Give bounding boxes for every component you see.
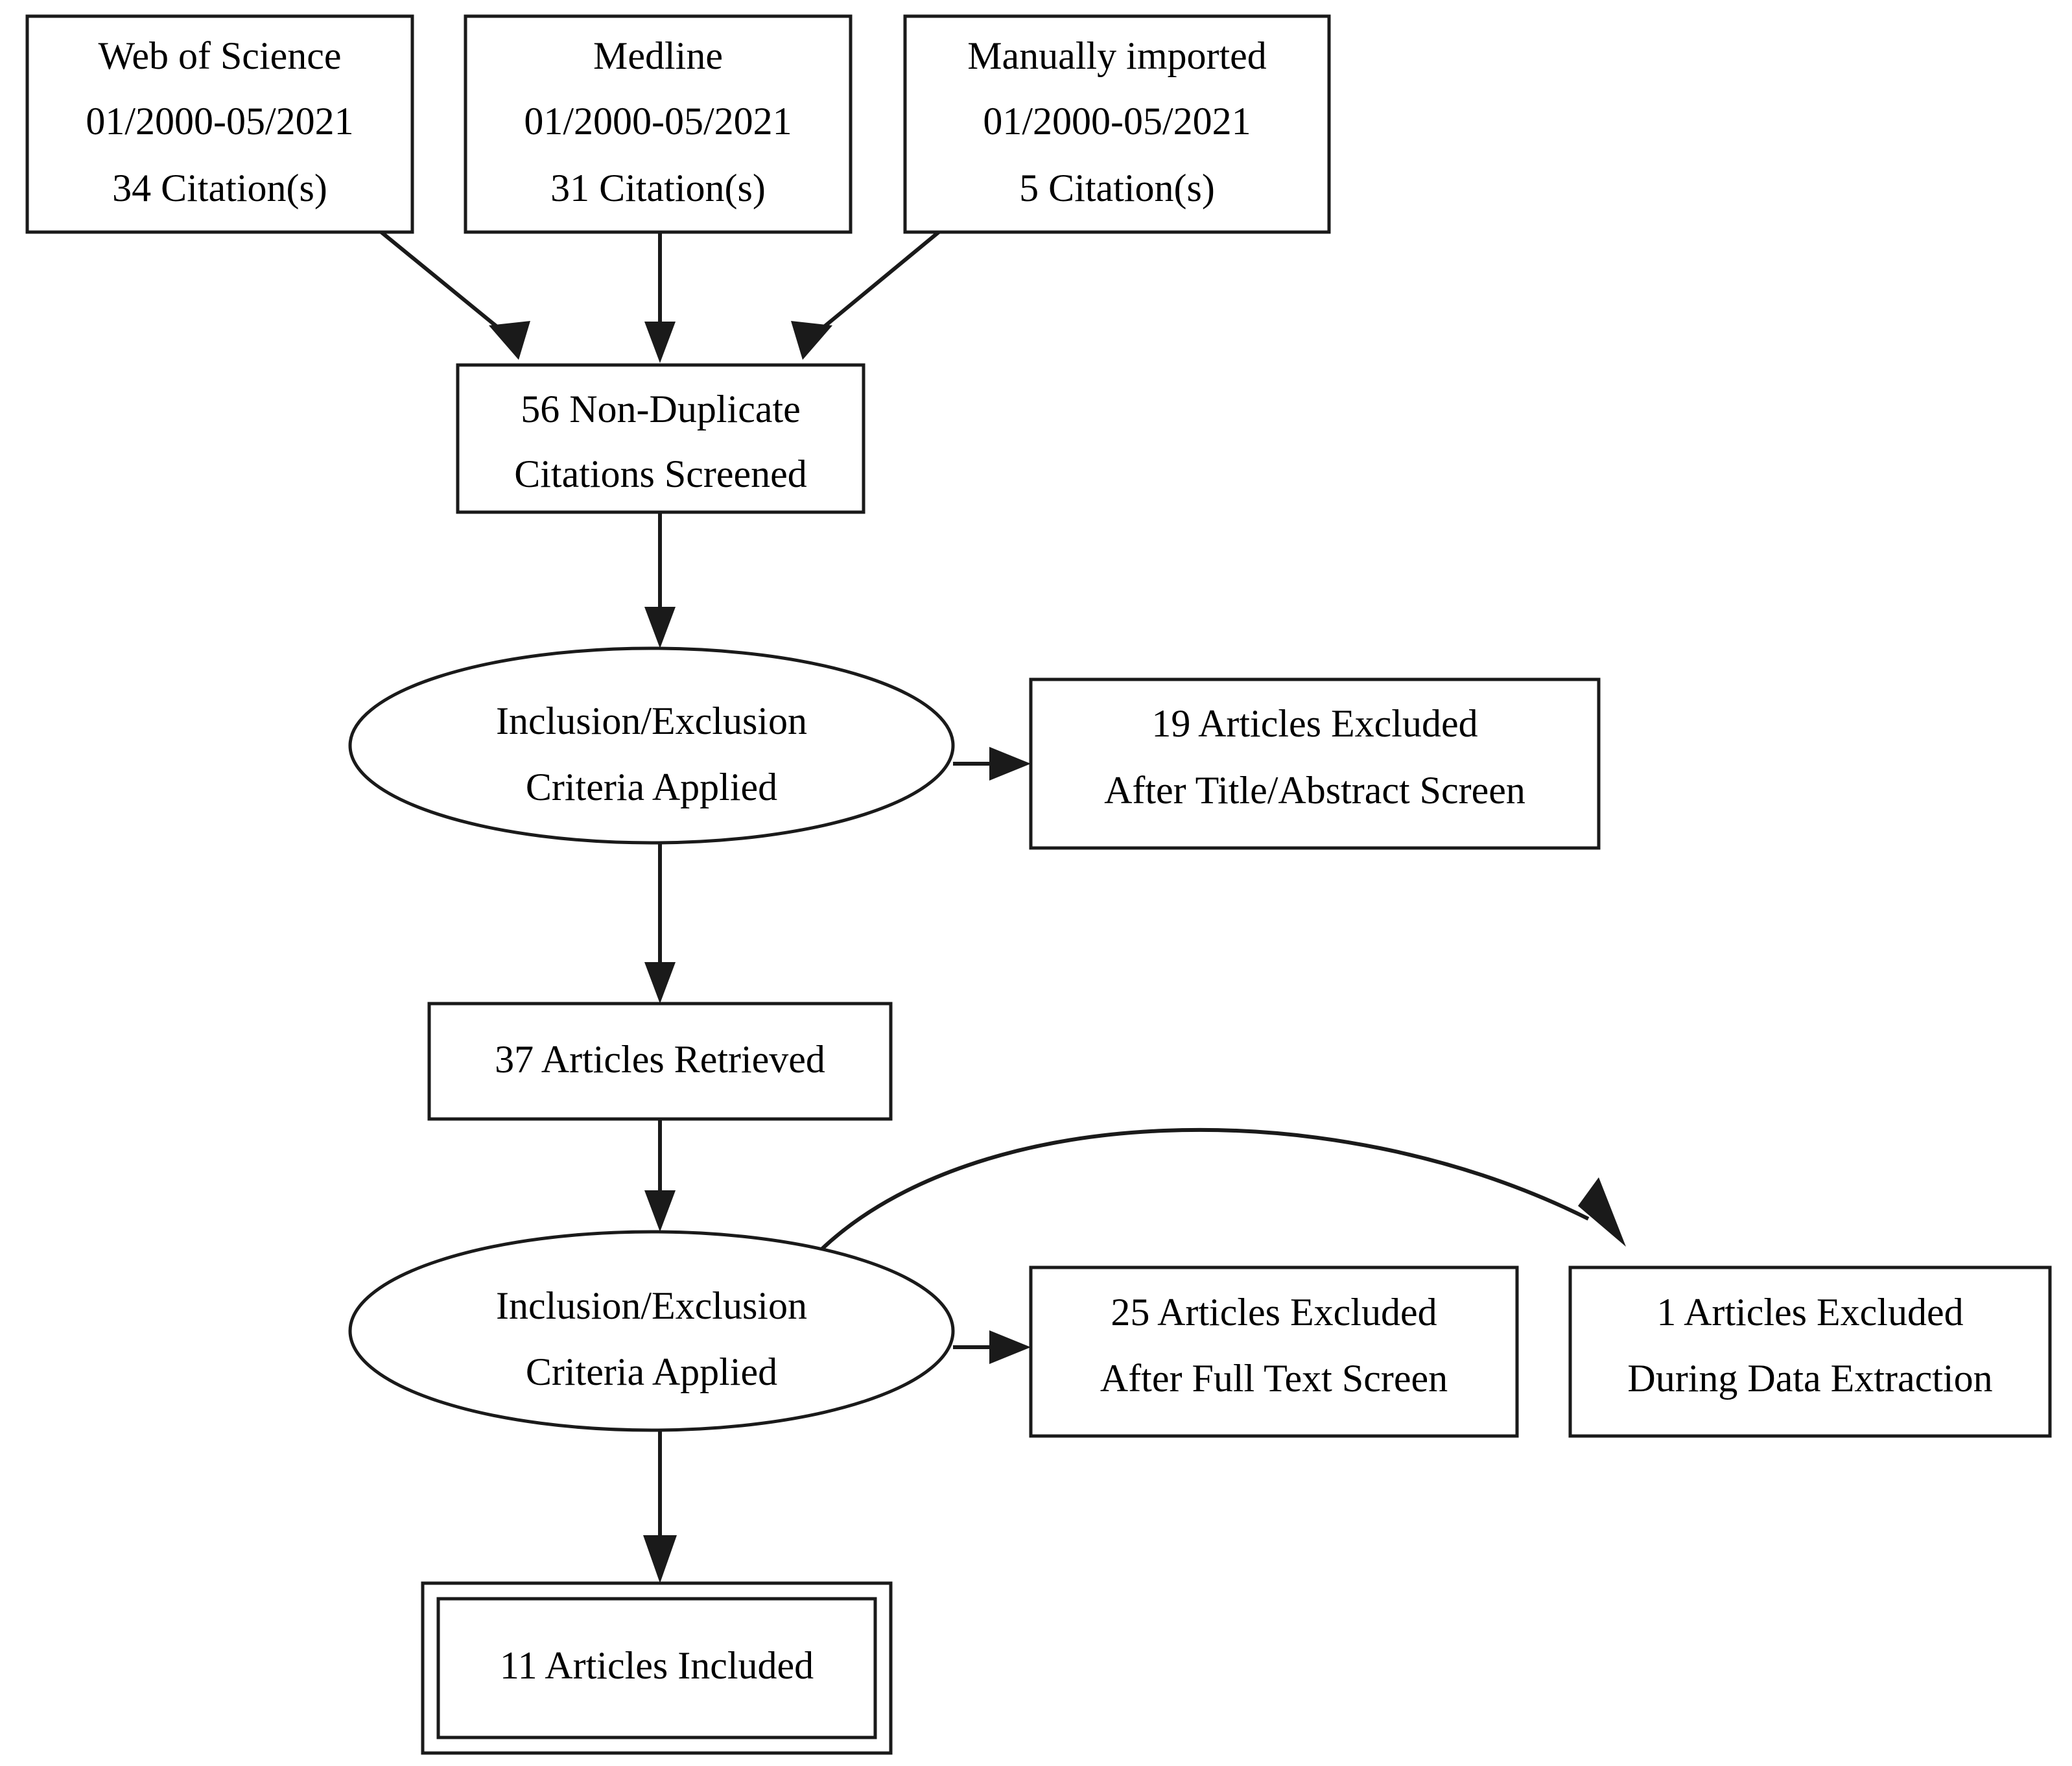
- node-medline[interactable]: Medline 01/2000-05/2021 31 Citation(s): [464, 14, 853, 234]
- criteria2-line2-label: Criteria Applied: [526, 1350, 777, 1393]
- wos-date-range-label: 01/2000-05/2021: [86, 100, 353, 143]
- excl-ta-count-label: 19 Articles Excluded: [1151, 702, 1477, 745]
- node-articles-retrieved[interactable]: 37 Articles Retrieved: [427, 1002, 893, 1121]
- edge-criteria2-to-excluded-ft: [953, 1330, 1031, 1364]
- manual-citation-count-label: 5 Citation(s): [1019, 167, 1215, 209]
- node-criteria-applied-1[interactable]: Inclusion/Exclusion Criteria Applied: [348, 646, 955, 845]
- wos-citation-count-label: 34 Citation(s): [112, 167, 327, 209]
- medline-source-label: Medline: [593, 34, 723, 77]
- criteria1-line1-label: Inclusion/Exclusion: [496, 700, 807, 742]
- screened-count-label: 56 Non-Duplicate: [521, 388, 801, 430]
- node-excluded-full-text[interactable]: 25 Articles Excluded After Full Text Scr…: [1029, 1266, 1519, 1438]
- node-excluded-title-abstract[interactable]: 19 Articles Excluded After Title/Abstrac…: [1029, 677, 1601, 850]
- edge-criteria1-to-retrieved: [644, 843, 676, 1004]
- medline-date-range-label: 01/2000-05/2021: [524, 100, 792, 143]
- excl-de-count-label: 1 Articles Excluded: [1656, 1291, 1963, 1334]
- manual-date-range-label: 01/2000-05/2021: [983, 100, 1251, 143]
- node-criteria-applied-2[interactable]: Inclusion/Exclusion Criteria Applied: [348, 1230, 955, 1432]
- edge-wos-to-screened: [380, 230, 530, 360]
- screened-description-label: Citations Screened: [514, 453, 807, 495]
- retrieved-count-label: 37 Articles Retrieved: [495, 1038, 825, 1081]
- edge-manual-to-screened: [791, 230, 940, 360]
- edge-criteria2-to-included: [643, 1430, 677, 1583]
- edge-retrieved-to-criteria2: [644, 1119, 676, 1232]
- edge-criteria1-to-excluded-ta: [953, 747, 1031, 781]
- excl-ta-stage-label: After Title/Abstract Screen: [1104, 769, 1525, 812]
- node-web-of-science[interactable]: Web of Science 01/2000-05/2021 34 Citati…: [25, 14, 414, 234]
- wos-source-label: Web of Science: [99, 34, 342, 77]
- node-excluded-data-extraction[interactable]: 1 Articles Excluded During Data Extracti…: [1568, 1266, 2052, 1438]
- edge-criteria2-to-excluded-de: [816, 1127, 1626, 1254]
- node-manually-imported[interactable]: Manually imported 01/2000-05/2021 5 Cita…: [903, 14, 1331, 234]
- node-articles-included[interactable]: 11 Articles Included: [421, 1581, 893, 1755]
- criteria1-line2-label: Criteria Applied: [526, 766, 777, 808]
- excl-ft-count-label: 25 Articles Excluded: [1111, 1291, 1437, 1334]
- manual-source-label: Manually imported: [967, 34, 1267, 77]
- excl-ft-stage-label: After Full Text Screen: [1100, 1357, 1448, 1400]
- medline-citation-count-label: 31 Citation(s): [550, 167, 766, 209]
- edge-medline-to-screened: [644, 232, 676, 363]
- criteria2-line1-label: Inclusion/Exclusion: [496, 1284, 807, 1327]
- included-count-label: 11 Articles Included: [500, 1644, 814, 1687]
- node-non-duplicate-screened[interactable]: 56 Non-Duplicate Citations Screened: [456, 363, 865, 514]
- edges-layer: [380, 230, 1626, 1583]
- edge-screened-to-criteria1: [644, 512, 676, 648]
- excl-de-stage-label: During Data Extraction: [1627, 1357, 1992, 1400]
